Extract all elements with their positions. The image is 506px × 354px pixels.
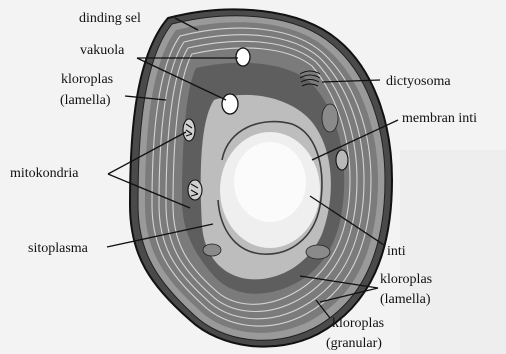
- label-cell-wall: dinding sel: [79, 11, 141, 26]
- label-chloroplast-lamella-1b: (lamella): [60, 93, 111, 108]
- vacuole-small-left: [222, 94, 238, 114]
- label-chloroplast-granular: kloroplas: [332, 316, 384, 331]
- label-nucleus: inti: [387, 244, 406, 259]
- label-cytoplasm: sitoplasma: [28, 241, 89, 256]
- label-nuclear-membrane: membran inti: [402, 111, 477, 126]
- label-chloroplast-lamella-2b: (lamella): [380, 292, 431, 307]
- label-chloroplast-lamella-2: kloroplas: [380, 272, 432, 287]
- label-vacuole: vakuola: [80, 43, 125, 58]
- cell: [130, 9, 392, 346]
- label-dictyosome: dictyosoma: [386, 74, 451, 89]
- label-chloroplast-granular-b: (granular): [326, 336, 382, 351]
- vacuole-small-top: [236, 48, 250, 66]
- label-mitochondria: mitokondria: [10, 166, 79, 181]
- nucleus-glow: [234, 142, 306, 222]
- label-chloroplast-lamella-1: kloroplas: [61, 72, 113, 87]
